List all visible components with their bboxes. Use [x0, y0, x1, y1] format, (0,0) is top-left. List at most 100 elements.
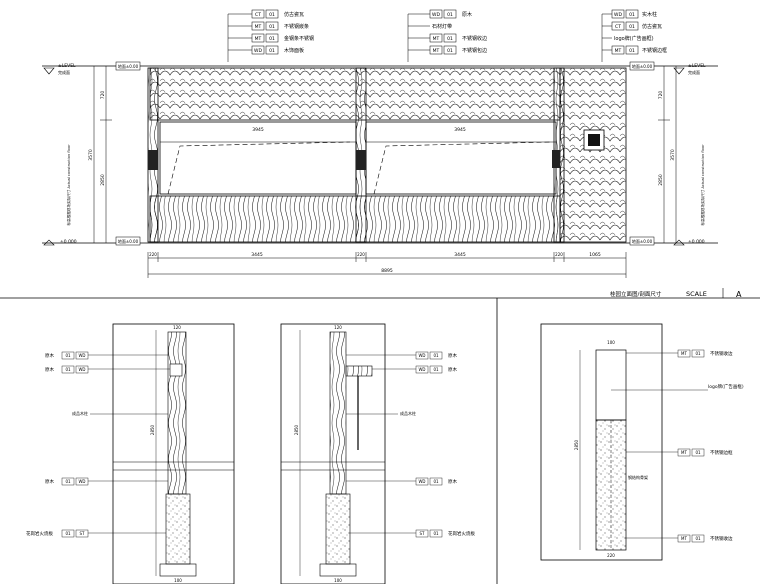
stone-base [165, 493, 191, 565]
label-code: WD [418, 367, 425, 372]
section-b: 2850 120 100 成品木柱 原木 01 WD 原木 01 WD 原木 0… [26, 323, 235, 584]
level-marker-icon [43, 67, 55, 75]
logo-box-section [595, 349, 627, 421]
callout-text: 不锈钢嵌条 [284, 23, 309, 30]
level-floor-left: ±0.000 [60, 239, 77, 245]
label-num: 01 [695, 536, 701, 541]
callout-text: 石材灯带 [432, 23, 452, 30]
vdim-right-total: 3570 [670, 149, 676, 161]
hdim-seg6: 1065 [589, 252, 601, 258]
label-text: 不锈钢收边 [710, 350, 733, 357]
callout-code: CT [615, 24, 621, 30]
level-sub-left: 完成面 [58, 69, 70, 75]
label-text: 原木 [45, 366, 54, 373]
callout-text: 仿古瓷瓦 [642, 23, 662, 30]
callout-num: 01 [629, 12, 635, 18]
callout-num: 01 [269, 12, 275, 18]
stone-base [325, 493, 351, 565]
sheet-title: 桂园立面图/剖面尺寸 [610, 290, 662, 298]
callouts-left: CT 01 仿古瓷瓦 MT 01 不锈钢嵌条 MT 01 金钢条不锈钢 WD 0… [227, 9, 314, 62]
label-code: 01 [65, 531, 71, 536]
section-d: 2850 100 220 MT 01 不锈钢收边 logo牌(广告画框) MT … [540, 323, 744, 561]
panel-right [365, 121, 557, 195]
label-code: MT [681, 450, 687, 455]
callout-code: WD [614, 12, 622, 18]
dim-top: 100 [607, 340, 615, 345]
callout-num: 01 [269, 24, 275, 30]
label-code: 01 [65, 367, 71, 372]
hdim-total: 8895 [381, 268, 393, 274]
vdim-right-a: 720 [658, 91, 664, 100]
vdim-left-b: 2850 [100, 174, 106, 186]
elevation-view: 3945 3945 ±LEVEL 完成面 ±0.000 ±LEVEL 完成面 ±… [42, 9, 718, 278]
label-num: 01 [433, 479, 439, 484]
label-text: 钢结构骨架 [628, 474, 648, 480]
callout-text: 木饰面板 [284, 47, 304, 54]
callout-num: 01 [629, 48, 635, 54]
post-section [329, 331, 347, 495]
callout-code: MT [433, 48, 440, 54]
label-code: 01 [65, 353, 71, 358]
side-note-left: 标高根据现场实际尺寸 Actual construction floor [66, 144, 71, 226]
callout-num: 01 [269, 48, 275, 54]
callout-num: 01 [447, 12, 453, 18]
level-box-right-top: 地面±0.00 [632, 63, 653, 69]
dim-width: 220 [607, 553, 615, 558]
label-code: MT [681, 351, 687, 356]
level-box-left-bottom: 地面±0.00 [118, 238, 139, 244]
hdim-seg2: 3445 [251, 252, 263, 258]
label-text: 不锈钢收边 [710, 535, 733, 542]
label-num: ST [80, 531, 86, 536]
inner-dim-left: 3945 [252, 127, 264, 133]
lantern-left-icon [148, 150, 158, 170]
post-section [167, 331, 187, 495]
hdim-seg1: 220 [149, 252, 157, 257]
dim-top: 120 [173, 325, 181, 330]
callout-num: 01 [269, 36, 275, 42]
label-text: 不锈钢边框 [710, 449, 733, 456]
dim-height: 2850 [294, 424, 299, 435]
hdim-seg5: 220 [555, 252, 563, 257]
label-num: 01 [433, 367, 439, 372]
vdim-left-total: 3570 [88, 149, 94, 161]
level-ceiling-right: ±LEVEL [688, 63, 706, 69]
callout-text: 金钢条不锈钢 [284, 35, 314, 42]
label-num: WD [78, 353, 85, 358]
label-num: 01 [433, 531, 439, 536]
section-note: 成品木柱 [72, 410, 88, 416]
side-tile-panel [559, 67, 627, 243]
label-num: 01 [433, 353, 439, 358]
label-text: 原木 [448, 352, 457, 359]
label-text: logo牌(广告画框) [708, 383, 744, 390]
label-code: ST [420, 531, 426, 536]
level-marker-icon [673, 67, 685, 75]
level-floor-right: ±0.000 [688, 239, 705, 245]
dim-top: 120 [334, 325, 342, 330]
section-note: 成品木柱 [400, 410, 416, 416]
callout-text: 实木柱 [642, 11, 657, 18]
hdim-seg4: 3445 [454, 252, 466, 258]
callout-code: CT [255, 12, 261, 18]
callout-num: 01 [447, 48, 453, 54]
label-text: 原木 [45, 478, 54, 485]
level-sub-right: 完成面 [688, 69, 700, 75]
label-text: 原木 [448, 478, 457, 485]
level-box-left-top: 地面±0.00 [118, 63, 139, 69]
vdim-left-a: 720 [100, 91, 106, 100]
dim-height: 2850 [574, 439, 579, 450]
callout-code: WD [432, 12, 440, 18]
tile-band [149, 67, 561, 121]
side-note-right: 标高根据现场实际尺寸 Actual construction floor [700, 144, 705, 226]
label-code: MT [681, 536, 687, 541]
label-text: 原木 [45, 352, 54, 359]
label-num: 01 [695, 351, 701, 356]
callouts-mid: WD 01 原木 石材灯带 MT 01 不锈钢收边 MT 01 不锈钢包边 [407, 9, 487, 62]
section-c: 2850 120 100 成品木柱 WD 01 原木 WD 01 原木 WD 0… [280, 323, 475, 584]
label-text: 花岗岩火烧板 [448, 530, 475, 537]
callout-num: 01 [629, 24, 635, 30]
wood-wainscot [149, 195, 561, 243]
level-marker-icon [43, 239, 55, 246]
scale-label: SCALE [686, 290, 707, 298]
callout-text: logo牌(广告画框) [614, 35, 654, 42]
view-letter: A [736, 290, 742, 299]
